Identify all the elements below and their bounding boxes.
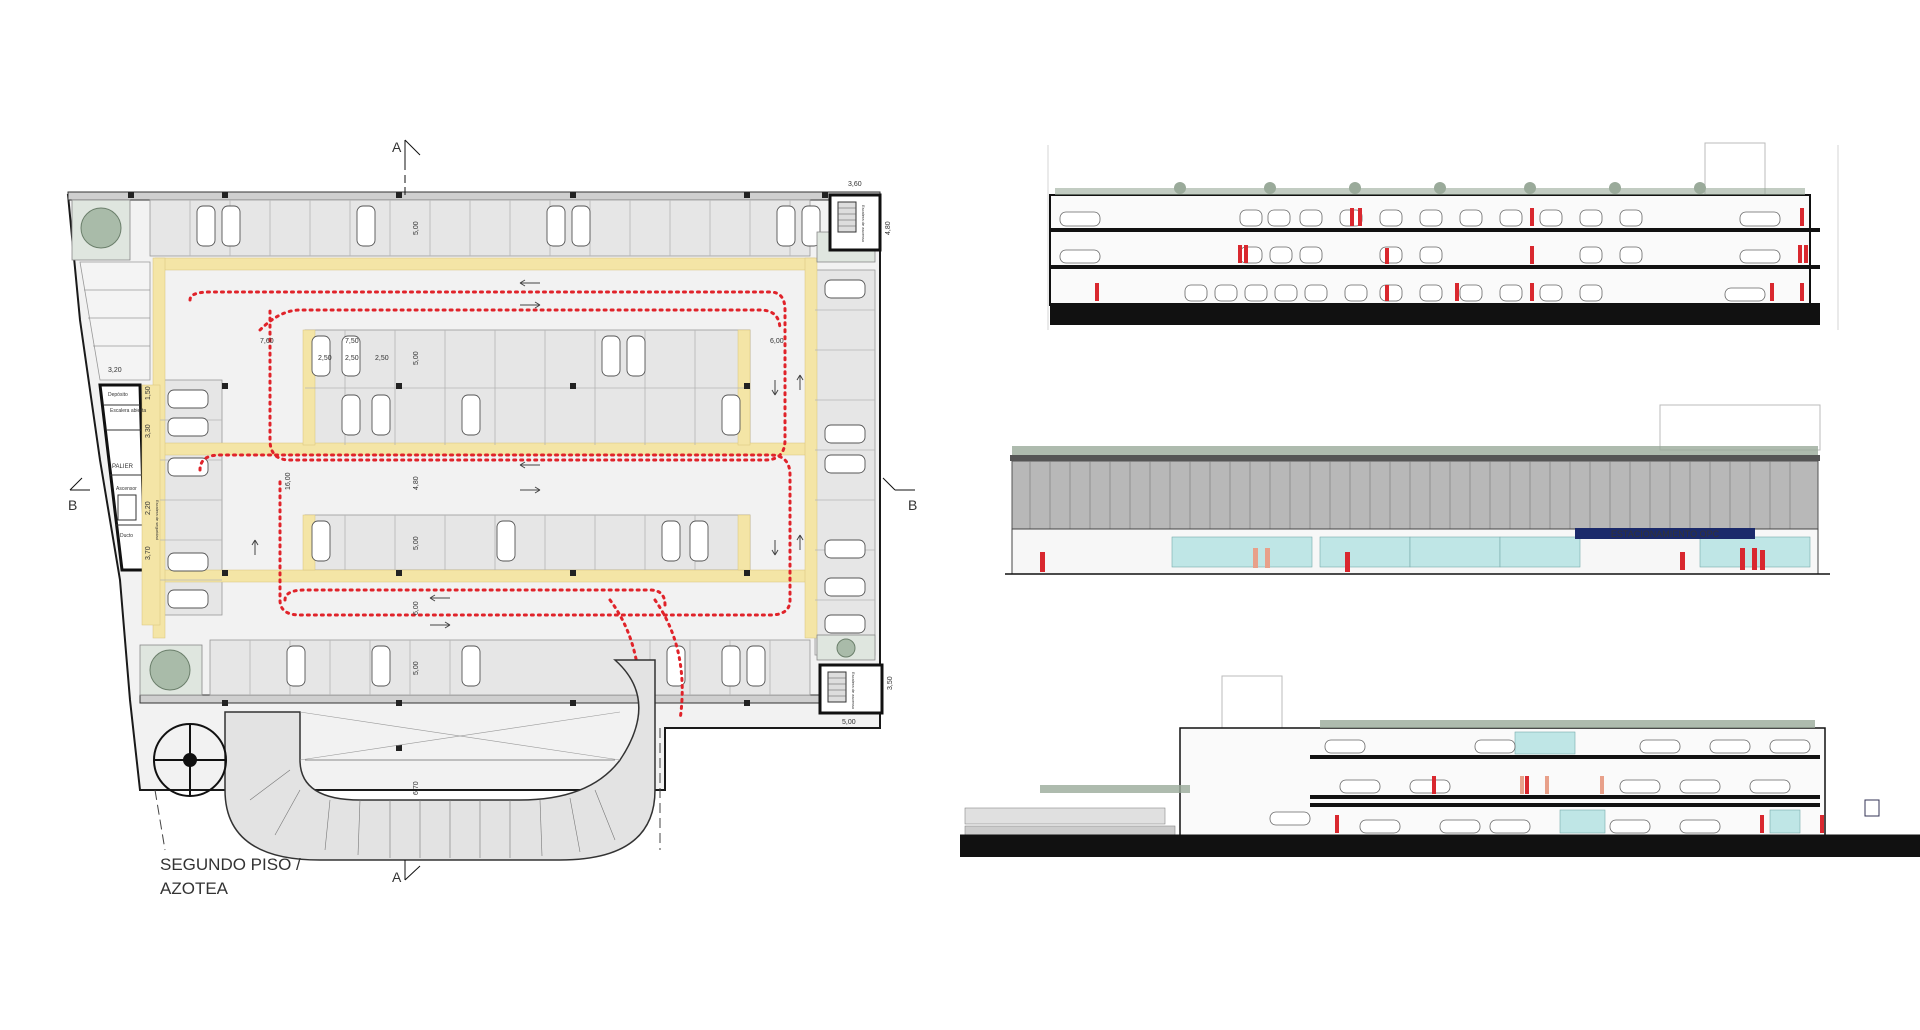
dim-250-b: 2,50 [345, 355, 359, 362]
dim-250-c: 2,50 [375, 355, 389, 362]
label-ducto: Ducto [120, 533, 133, 539]
section-top-people [1095, 208, 1808, 301]
traffic-arrows [251, 279, 804, 629]
stair-core-bottom-right [818, 663, 884, 715]
elevation-people [1040, 548, 1765, 572]
vehicle-route [188, 290, 792, 772]
floor-plan: A A B B Depósito Escalera abierta PALIER… [66, 139, 917, 898]
label-ascensor: Ascensor [116, 486, 137, 492]
parking-row-top [149, 199, 811, 257]
label-palier: PALIER [112, 464, 134, 470]
dim-320: 3,20 [108, 367, 122, 374]
dim-480: 4,80 [885, 221, 892, 235]
dim-670: 6,70 [413, 781, 420, 795]
dim-500-bot: 5,00 [413, 661, 420, 675]
section-bottom-ground [960, 835, 1920, 857]
bay-dividers [160, 200, 875, 695]
dim-330: 3,30 [145, 424, 152, 438]
section-bottom-people-faded [1520, 776, 1604, 794]
plan-title-line1: SEGUNDO PISO / [160, 855, 301, 874]
section-bottom-cars [1269, 739, 1811, 834]
section-top-slab-2 [1050, 265, 1820, 269]
section-bottom-people [1335, 776, 1824, 833]
section-top-slab-1 [1050, 228, 1820, 232]
section-top-cars [1059, 209, 1781, 302]
section-top [1047, 142, 1839, 330]
dim-150: 1,50 [145, 386, 152, 400]
dim-370: 3,70 [145, 546, 152, 560]
section-bottom-glass [1514, 731, 1801, 834]
dim-250-a: 2,50 [318, 355, 332, 362]
dim-500-top: 5,00 [413, 221, 420, 235]
left-bays [79, 261, 151, 381]
elevation-vegetation [1012, 446, 1818, 455]
section-b-left-label: B [68, 497, 77, 513]
elevation-louvers [1011, 460, 1819, 530]
label-deposito: Depósito [108, 392, 128, 398]
signage-text: ESTACIONAMIENTO OPC [1611, 529, 1720, 539]
stair-core-top-right [828, 193, 882, 252]
bottom-facade-strip [139, 694, 881, 704]
tower-top [1704, 142, 1766, 196]
section-bottom-vegetation [1040, 720, 1815, 793]
dim-760: 7,60 [260, 338, 274, 345]
top-facade-strip [67, 191, 881, 201]
label-escalera-ascenso-top: Escalera de ascenso [861, 205, 866, 243]
dim-500-low: 5,00 [413, 536, 420, 550]
dim-600-low: 6,00 [413, 601, 420, 615]
helical-ramp [224, 659, 656, 861]
dim-500-right: 5,00 [842, 719, 856, 726]
service-core-left [98, 383, 161, 626]
room-labels: Depósito Escalera abierta PALIER Ascenso… [108, 205, 866, 710]
section-b-right-label: B [908, 497, 917, 513]
louver-lines [1029, 461, 1791, 529]
section-a-top-label: A [392, 139, 402, 155]
elevation-tower [1659, 404, 1821, 451]
section-top-ground [1050, 303, 1820, 325]
parking-row-bottom [209, 639, 811, 696]
label-escalera-abierta: Escalera abierta [110, 408, 146, 414]
dim-500-mid: 5,00 [413, 351, 420, 365]
dim-480-mid: 4,80 [413, 476, 420, 490]
section-bottom-left-cars [964, 807, 1176, 836]
dim-1600: 16,00 [285, 472, 292, 490]
dim-350: 3,50 [887, 676, 894, 690]
structural-columns [128, 192, 828, 751]
parked-cars [167, 205, 866, 687]
section-top-vegetation [1055, 182, 1805, 195]
dim-750: 7,50 [345, 338, 359, 345]
elevation-people-faded [1253, 548, 1270, 568]
site-boundary [154, 728, 661, 851]
section-marks [69, 139, 915, 881]
tree-symbol [153, 723, 227, 797]
parking-island-lower [304, 514, 751, 571]
plan-title-line2: AZOTEA [160, 879, 229, 898]
section-bottom-sign [1864, 799, 1880, 817]
section-bottom-slab-1 [1310, 755, 1820, 759]
dim-360: 3,60 [848, 181, 862, 188]
dim-220: 2,20 [145, 501, 152, 515]
elevation-roof [1010, 455, 1820, 461]
dimension-labels: 3,60 4,80 3,20 5,00 7,60 7,50 2,50 2,50 … [108, 181, 894, 795]
label-escalera-ascenso-bottom: Escalera de ascenso [851, 672, 856, 710]
section-bottom [960, 675, 1920, 857]
label-escalera-seguridad: Escalera de seguridad [155, 500, 160, 540]
section-bottom-slab-3 [1310, 803, 1820, 807]
elevation-middle: ESTACIONAMIENTO OPC [1005, 404, 1830, 575]
section-a-bottom-label: A [392, 869, 402, 885]
signage-band [1575, 528, 1755, 539]
section-bottom-slab-2 [1310, 795, 1820, 799]
dim-600: 6,00 [770, 338, 784, 345]
